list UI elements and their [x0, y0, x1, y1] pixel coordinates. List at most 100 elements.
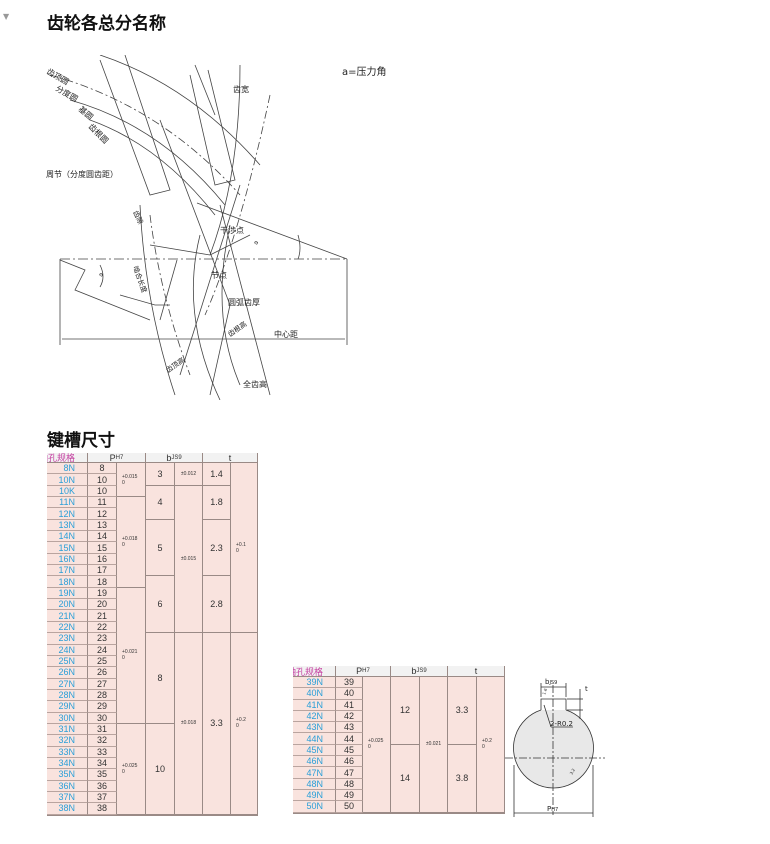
shaft-keyway-diagram: bJS9 t 2-R0.2 1.6 3.2 PH7: [505, 678, 605, 817]
spec-cell: 24N: [47, 644, 88, 656]
shaft-label-p: PH7: [547, 805, 558, 813]
p-cell: 18: [88, 576, 117, 588]
spec-cell: 48N: [293, 778, 336, 790]
tolerance-upper: +0.018: [122, 535, 138, 542]
p-cell: 35: [88, 769, 117, 781]
spec-cell: 15N: [47, 542, 88, 554]
p-cell: 36: [88, 780, 117, 792]
spec-cell: 10N: [47, 474, 88, 486]
keyway-table-1: 轴孔规格PH7bJS9t8N810N1010K1011N1112N1213N13…: [47, 453, 258, 816]
p-cell: 11: [88, 497, 117, 509]
p-cell: 29: [88, 701, 117, 713]
b-tolerance-cell: ±0.012: [175, 463, 203, 486]
p-cell: 44: [336, 733, 363, 745]
p-cell: 49: [336, 789, 363, 802]
p-cell: 22: [88, 621, 117, 634]
spec-cell: 19N: [47, 587, 88, 600]
tolerance-upper: +0.025: [368, 738, 384, 745]
b-cell: 3: [146, 463, 175, 486]
header-spec: 轴孔规格: [293, 666, 336, 677]
b-cell: 14: [391, 744, 420, 813]
spec-cell: 31N: [47, 723, 88, 736]
p-cell: 19: [88, 587, 117, 600]
label-circular-thickness: 圆弧齿厚: [228, 297, 260, 307]
p-cell: 12: [88, 508, 117, 520]
label-addendum: 齿顶高: [164, 355, 186, 374]
p-cell: 32: [88, 735, 117, 747]
label-angle-a-right: a: [252, 240, 260, 246]
label-face-width: 齿宽: [233, 84, 249, 94]
t-cell: 2.3: [203, 519, 231, 577]
p-cell: 50: [336, 801, 363, 813]
shaft-roughness-1: 1.6: [541, 687, 548, 695]
p-cell: 10: [88, 485, 117, 498]
t-cell: 3.8: [448, 744, 477, 813]
p-cell: 31: [88, 723, 117, 736]
tolerance-lower: 0: [236, 547, 239, 554]
header-b-sub: JS9: [416, 668, 427, 674]
tolerance-lower: 0: [122, 479, 125, 486]
header-p-sub: H7: [362, 668, 370, 674]
spec-cell: 36N: [47, 780, 88, 792]
label-contact-length: 啮合长度: [131, 265, 149, 294]
b-tolerance-cell: ±0.018: [175, 633, 203, 815]
p-cell: 14: [88, 531, 117, 543]
header-spec: 轴孔规格: [47, 453, 88, 463]
p-cell: 21: [88, 610, 117, 622]
header-b-sub: JS9: [171, 454, 182, 461]
header-t: t: [203, 453, 258, 463]
spec-cell: 49N: [293, 789, 336, 802]
spec-cell: 42N: [293, 710, 336, 723]
p-cell: 47: [336, 767, 363, 779]
label-pitch-circle: 分度圆: [54, 83, 80, 104]
spec-cell: 43N: [293, 722, 336, 734]
spec-cell: 29N: [47, 701, 88, 713]
spec-cell: 23N: [47, 633, 88, 645]
tolerance-lower: 0: [236, 723, 239, 730]
spec-cell: 25N: [47, 655, 88, 668]
spec-cell: 37N: [47, 791, 88, 804]
p-cell: 38: [88, 803, 117, 815]
p-cell: 37: [88, 791, 117, 804]
spec-cell: 30N: [47, 712, 88, 724]
p-cell: 41: [336, 699, 363, 711]
spec-cell: 20N: [47, 599, 88, 611]
section-title-keyway: 键槽尺寸: [47, 431, 115, 451]
tolerance-lower: 0: [122, 768, 125, 775]
spec-cell: 8N: [47, 463, 88, 475]
spec-cell: 40N: [293, 688, 336, 700]
p-cell: 42: [336, 710, 363, 723]
p-cell: 48: [336, 778, 363, 790]
header-p-sub: H7: [115, 454, 124, 461]
spec-cell: 10K: [47, 485, 88, 498]
label-root-circle: 齿根圆: [87, 121, 111, 145]
b-cell: 12: [391, 677, 420, 745]
label-center-distance: 中心距: [274, 329, 298, 339]
collapse-chevron-icon[interactable]: ▼: [3, 12, 10, 21]
p-cell: 24: [88, 644, 117, 656]
p-cell: 26: [88, 667, 117, 679]
p-cell: 15: [88, 542, 117, 554]
b-tolerance-cell: ±0.015: [175, 485, 203, 634]
label-interference-point: 干涉点: [220, 225, 244, 235]
label-whole-depth: 全齿高: [243, 379, 267, 389]
header-t: t: [448, 666, 505, 677]
spec-cell: 27N: [47, 678, 88, 690]
spec-cell: 16N: [47, 553, 88, 566]
spec-cell: 41N: [293, 699, 336, 711]
shaft-label-t: t: [585, 685, 588, 693]
spec-cell: 11N: [47, 497, 88, 509]
p-cell: 34: [88, 757, 117, 770]
p-cell: 46: [336, 756, 363, 768]
spec-cell: 21N: [47, 610, 88, 622]
keyway-table-2: 轴孔规格PH7bJS9t39N3940N4041N4142N4243N4344N…: [293, 666, 505, 814]
gear-terms-diagram: a=压力角 齿顶圆 分度圆 基圆 齿根圆 齿宽 周节（分度圆齿距） 齿隙 干涉点…: [45, 55, 387, 400]
label-pressure-angle: a=压力角: [342, 65, 387, 78]
